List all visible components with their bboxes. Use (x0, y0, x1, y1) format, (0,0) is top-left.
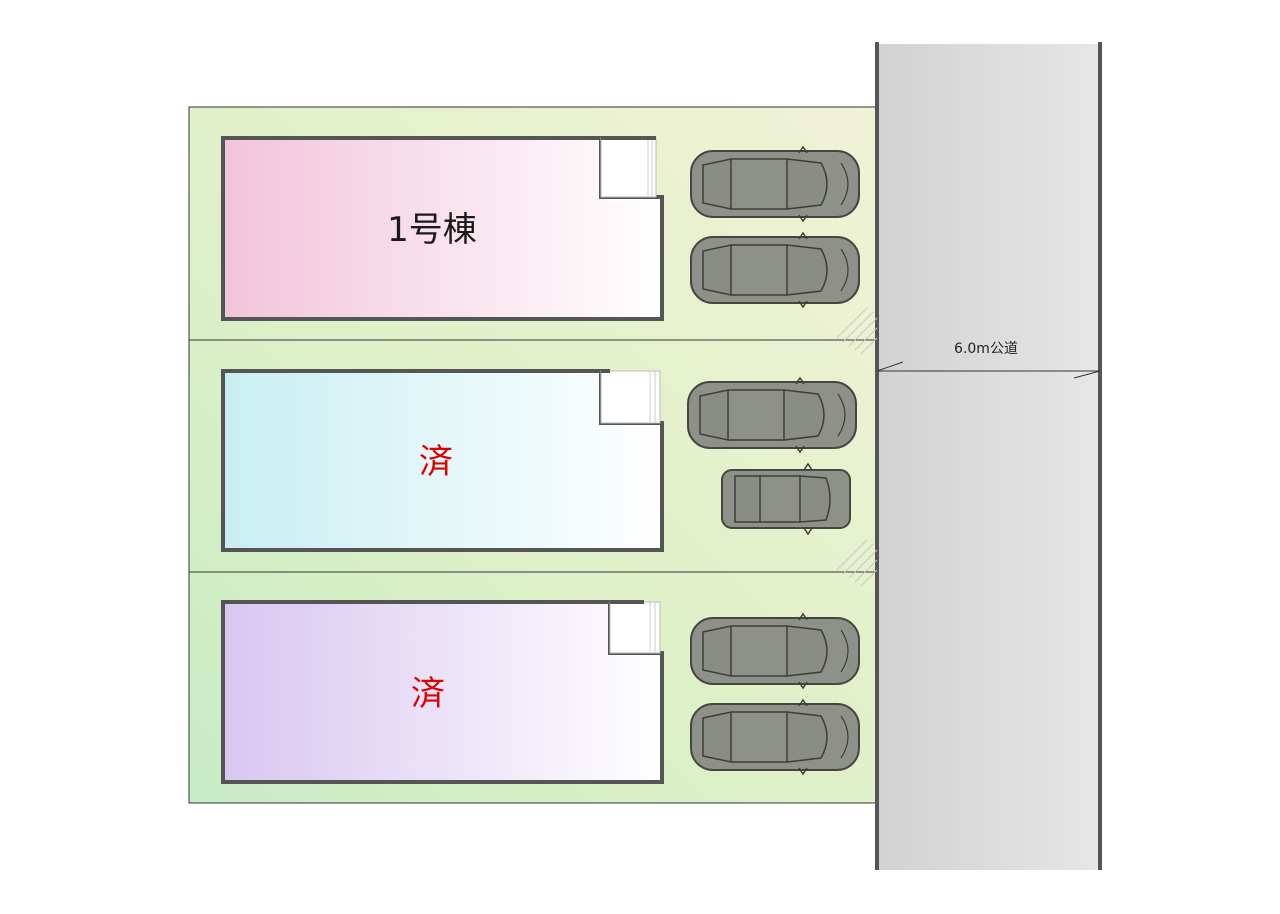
road-width-dimension: 6.0m公道 (876, 341, 1101, 379)
porch-2 (600, 370, 661, 424)
porch-1 (600, 137, 657, 198)
house-3: 済 (221, 600, 664, 784)
house-3-label: 済 (411, 674, 445, 714)
house-2: 済 (221, 369, 664, 552)
parked-car-3a (690, 613, 860, 689)
road-width-label: 6.0m公道 (954, 341, 1018, 357)
parked-car-3b (690, 699, 860, 775)
parked-car-2b (721, 462, 851, 536)
parked-car-1a (690, 146, 860, 222)
parked-car-2a (687, 377, 857, 453)
house-1-label: 1号棟 (387, 210, 477, 250)
public-road (877, 44, 1100, 870)
house-1: 1号棟 (221, 136, 664, 321)
porch-3 (609, 601, 661, 654)
house-2-label: 済 (419, 442, 453, 482)
parked-car-1b (690, 232, 860, 308)
